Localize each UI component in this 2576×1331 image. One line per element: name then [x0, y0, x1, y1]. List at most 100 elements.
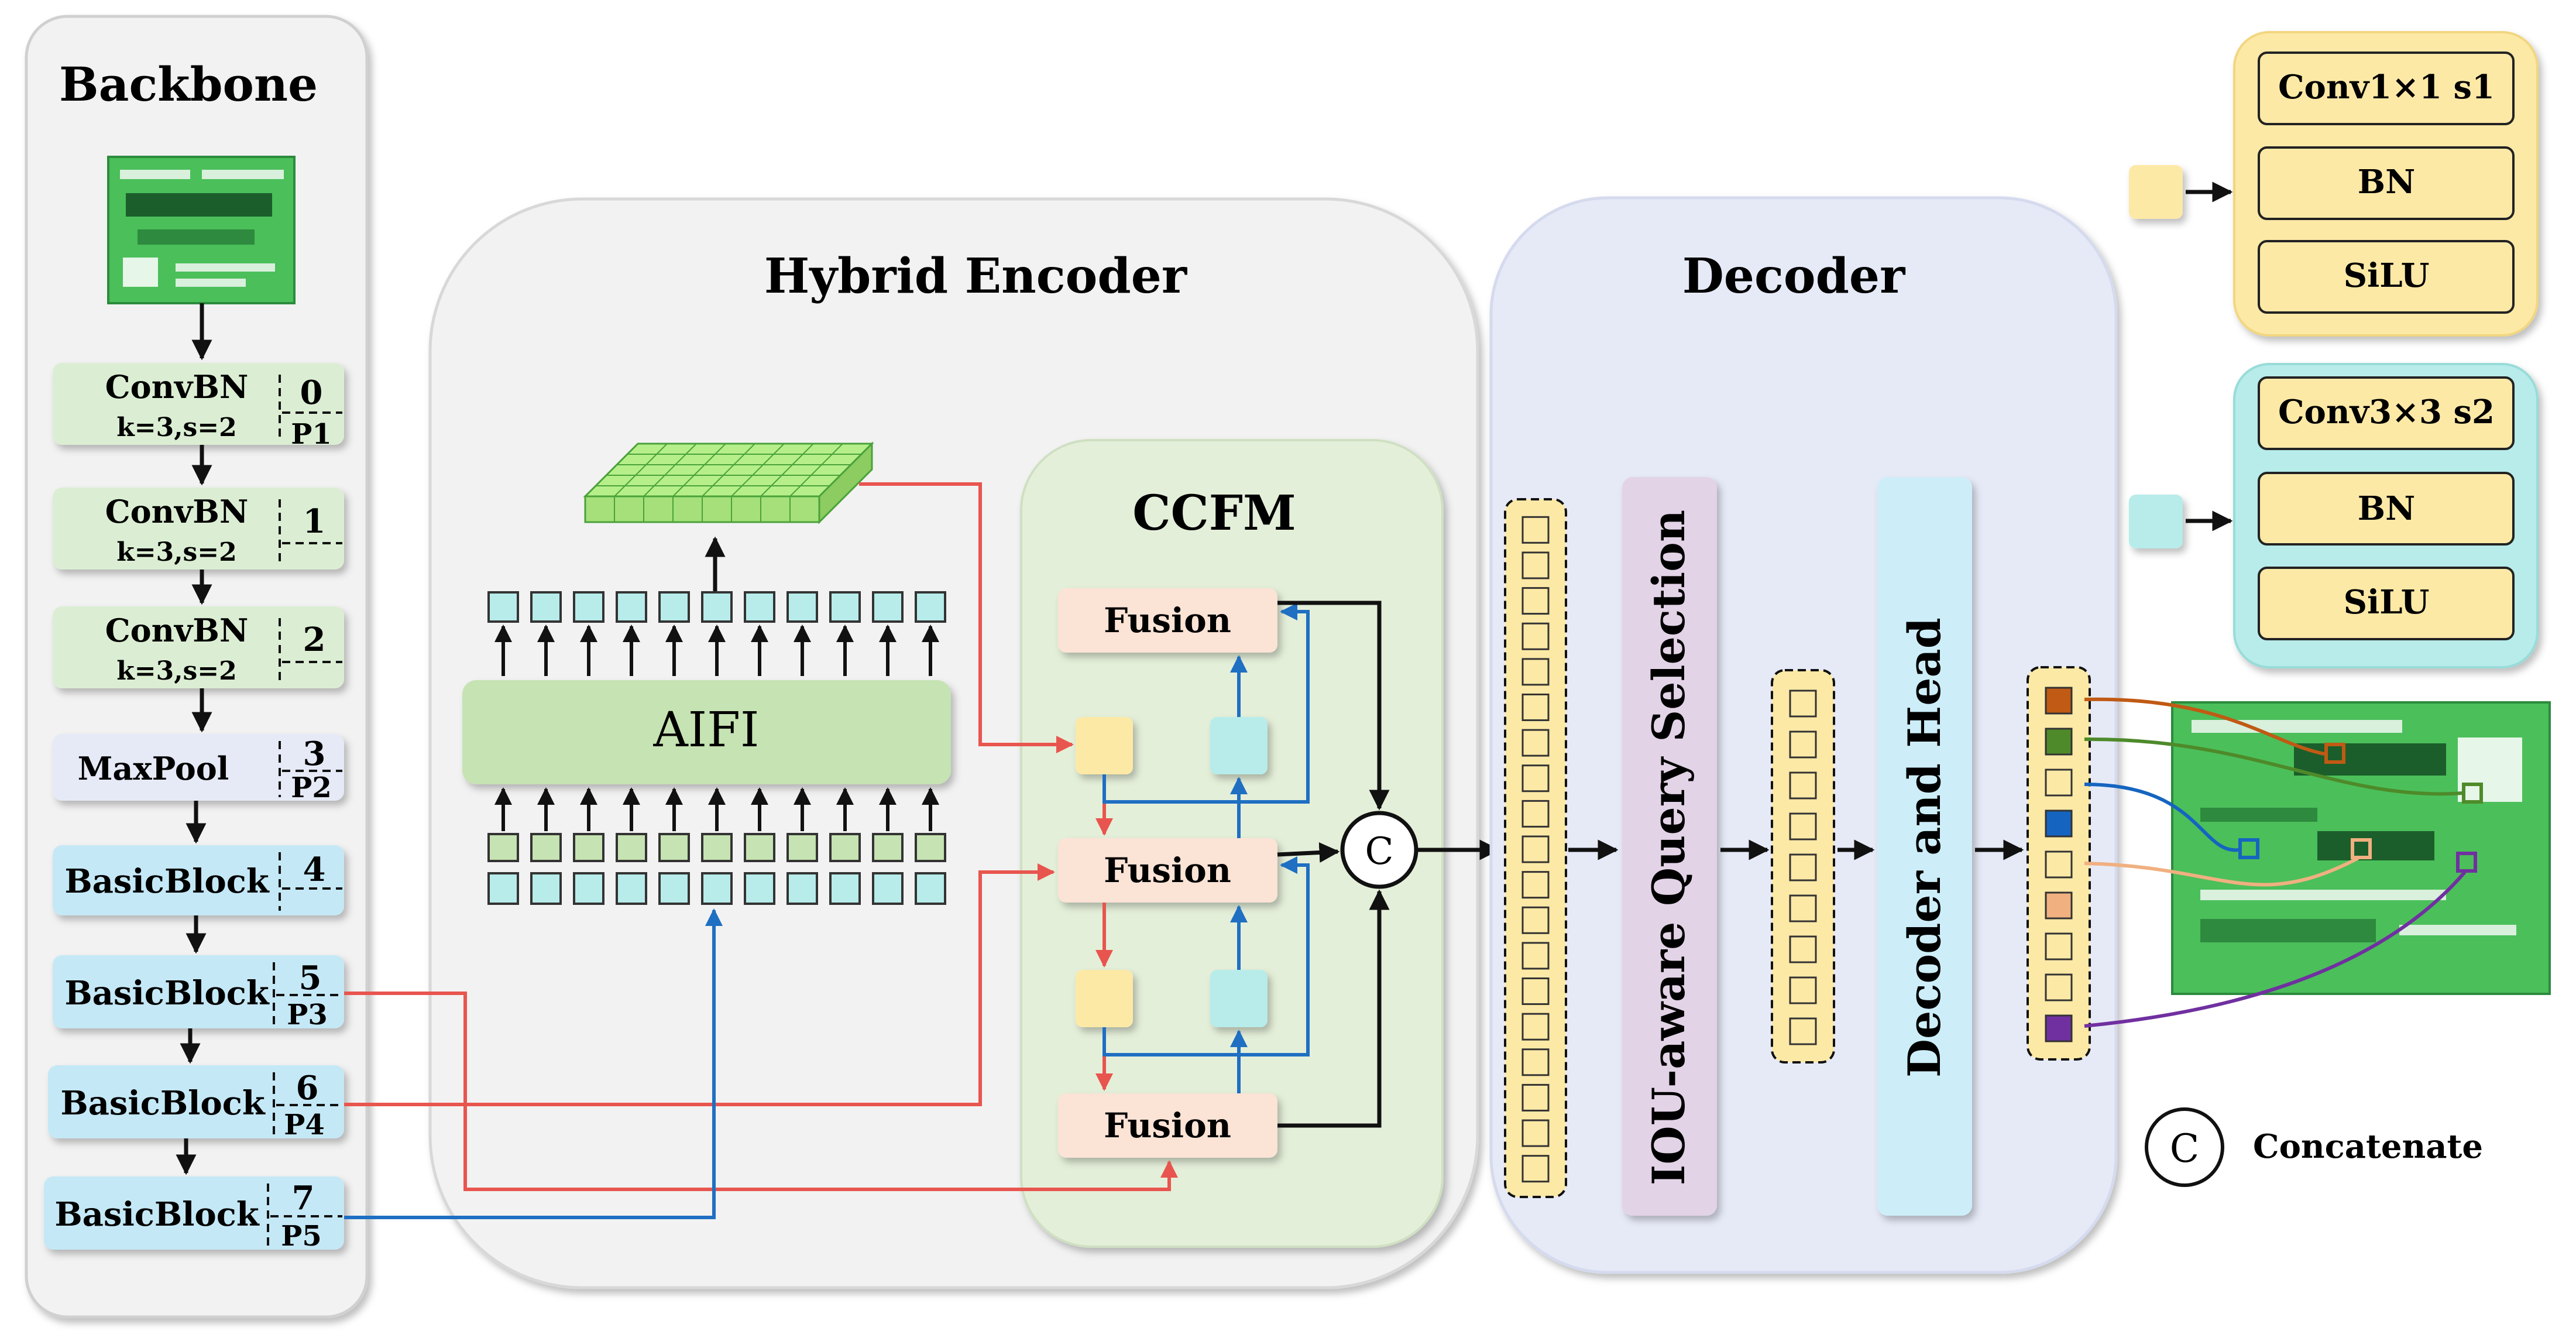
- query-cell: [1521, 516, 1550, 544]
- fusion-label: Fusion: [1104, 1106, 1231, 1145]
- stage-params: k=3,s=2: [116, 656, 237, 686]
- stage-name: BasicBlock: [54, 1195, 260, 1234]
- stage-index: 3: [303, 735, 326, 773]
- stage-index: 4: [303, 850, 326, 889]
- query-cell: [2045, 973, 2073, 1001]
- query-cell: [1521, 764, 1550, 793]
- query-cell: [1789, 1017, 1817, 1045]
- input-token: [573, 833, 604, 862]
- input-token: [616, 833, 647, 862]
- input-token: [744, 833, 775, 862]
- stage-index: 2: [303, 620, 326, 659]
- legend-concat-symbol: C: [2170, 1126, 2200, 1171]
- query-cell: [1789, 976, 1817, 1004]
- fusion-label: Fusion: [1104, 601, 1231, 640]
- legend-cyan-line3: SiLU: [2344, 583, 2430, 622]
- query-cell: [1521, 1155, 1550, 1183]
- output-token: [573, 591, 604, 623]
- legend-yellow-block: Conv1×1 s1 BN SiLU: [2233, 31, 2539, 337]
- query-cell: [1521, 1048, 1550, 1076]
- aifi-token-rows: [487, 591, 946, 905]
- conv1x1-block-top: [1076, 717, 1133, 774]
- stage-level: P1: [291, 418, 332, 451]
- fusion-label: Fusion: [1104, 850, 1231, 890]
- stage-2: ConvBN k=3,s=2 2: [53, 606, 344, 688]
- query-cell: [1521, 871, 1550, 899]
- stage-name: ConvBN: [105, 493, 249, 530]
- concat-node: C: [1340, 811, 1418, 889]
- conv3x3-block-top: [1210, 717, 1268, 774]
- fusion-block-top: Fusion: [1058, 588, 1277, 653]
- stage-level: P5: [281, 1220, 322, 1253]
- stage-level: P2: [291, 771, 332, 804]
- query-cell: [2045, 850, 2073, 879]
- query-cell: [1789, 730, 1817, 759]
- legend-yellow-line2: BN: [2358, 163, 2416, 201]
- aifi-block: AIFI: [462, 680, 951, 784]
- legend-cyan-swatch: [2129, 495, 2183, 548]
- flatten-token: [530, 872, 562, 905]
- query-cell: [1521, 906, 1550, 934]
- output-token: [829, 591, 861, 623]
- query-cell: [2045, 728, 2073, 756]
- output-pcb-image: [2171, 701, 2551, 995]
- stage-7: BasicBlock 7 P5: [44, 1176, 344, 1253]
- flatten-token: [915, 872, 946, 905]
- encoder-features-column: [1504, 498, 1567, 1198]
- fusion-block-bottom: Fusion: [1058, 1093, 1277, 1158]
- selected-queries-column: [1771, 669, 1835, 1064]
- stage-name: ConvBN: [105, 368, 249, 406]
- query-cell: [1521, 800, 1550, 828]
- flatten-token: [872, 872, 904, 905]
- stage-name: MaxPool: [78, 750, 229, 787]
- query-cell: [1521, 693, 1550, 721]
- fusion-block-middle: Fusion: [1058, 838, 1277, 903]
- stage-index: 1: [303, 502, 326, 541]
- flatten-token: [744, 872, 775, 905]
- output-token: [530, 591, 562, 623]
- query-cell: [1521, 942, 1550, 970]
- query-cell: [1789, 894, 1817, 922]
- input-pcb-image: [107, 156, 296, 304]
- query-cell: [1521, 1119, 1550, 1147]
- input-token: [872, 833, 904, 862]
- iou-query-selection-block: IOU-aware Query Selection: [1622, 477, 1717, 1216]
- output-token: [744, 591, 775, 623]
- legend-yellow-line1: Conv1×1 s1: [2278, 68, 2495, 107]
- flatten-token: [786, 872, 818, 905]
- legend-concatenate: C Concatenate: [2145, 1107, 2483, 1187]
- flatten-token: [487, 872, 519, 905]
- query-cell: [1521, 977, 1550, 1006]
- stage-5: BasicBlock 5 P3: [53, 955, 344, 1031]
- ccfm-blue-path: [1102, 603, 1310, 1093]
- query-cell: [2045, 809, 2073, 838]
- stage-params: k=3,s=2: [116, 537, 237, 567]
- stage-index: 7: [292, 1179, 315, 1217]
- legend-yellow-swatch: [2129, 165, 2183, 219]
- query-cell: [1521, 622, 1550, 650]
- output-token: [658, 591, 690, 623]
- flatten-token: [829, 872, 861, 905]
- decoder-title: Decoder: [1682, 248, 1906, 304]
- stage-name: BasicBlock: [64, 862, 270, 901]
- ccfm-title: CCFM: [1132, 485, 1296, 541]
- hybrid-encoder-title: Hybrid Encoder: [764, 248, 1188, 304]
- backbone-title: Backbone: [59, 57, 318, 112]
- input-token: [915, 833, 946, 862]
- query-cell: [2045, 1014, 2073, 1042]
- query-cell: [1789, 771, 1817, 800]
- flatten-token: [658, 872, 690, 905]
- skip-connections: [344, 482, 1178, 1219]
- input-token: [658, 833, 690, 862]
- feature-map-grid: [583, 441, 874, 524]
- concat-symbol: C: [1365, 830, 1394, 873]
- output-token: [487, 591, 519, 623]
- query-cell: [1521, 729, 1550, 757]
- output-token: [701, 591, 733, 623]
- output-token: [786, 591, 818, 623]
- query-cell: [1789, 853, 1817, 881]
- detection-curves: [2084, 697, 2467, 1028]
- iou-query-selection-label: IOU-aware Query Selection: [1643, 510, 1695, 1185]
- fusion-to-concat-arrows: [1277, 601, 1500, 1128]
- input-token: [829, 833, 861, 862]
